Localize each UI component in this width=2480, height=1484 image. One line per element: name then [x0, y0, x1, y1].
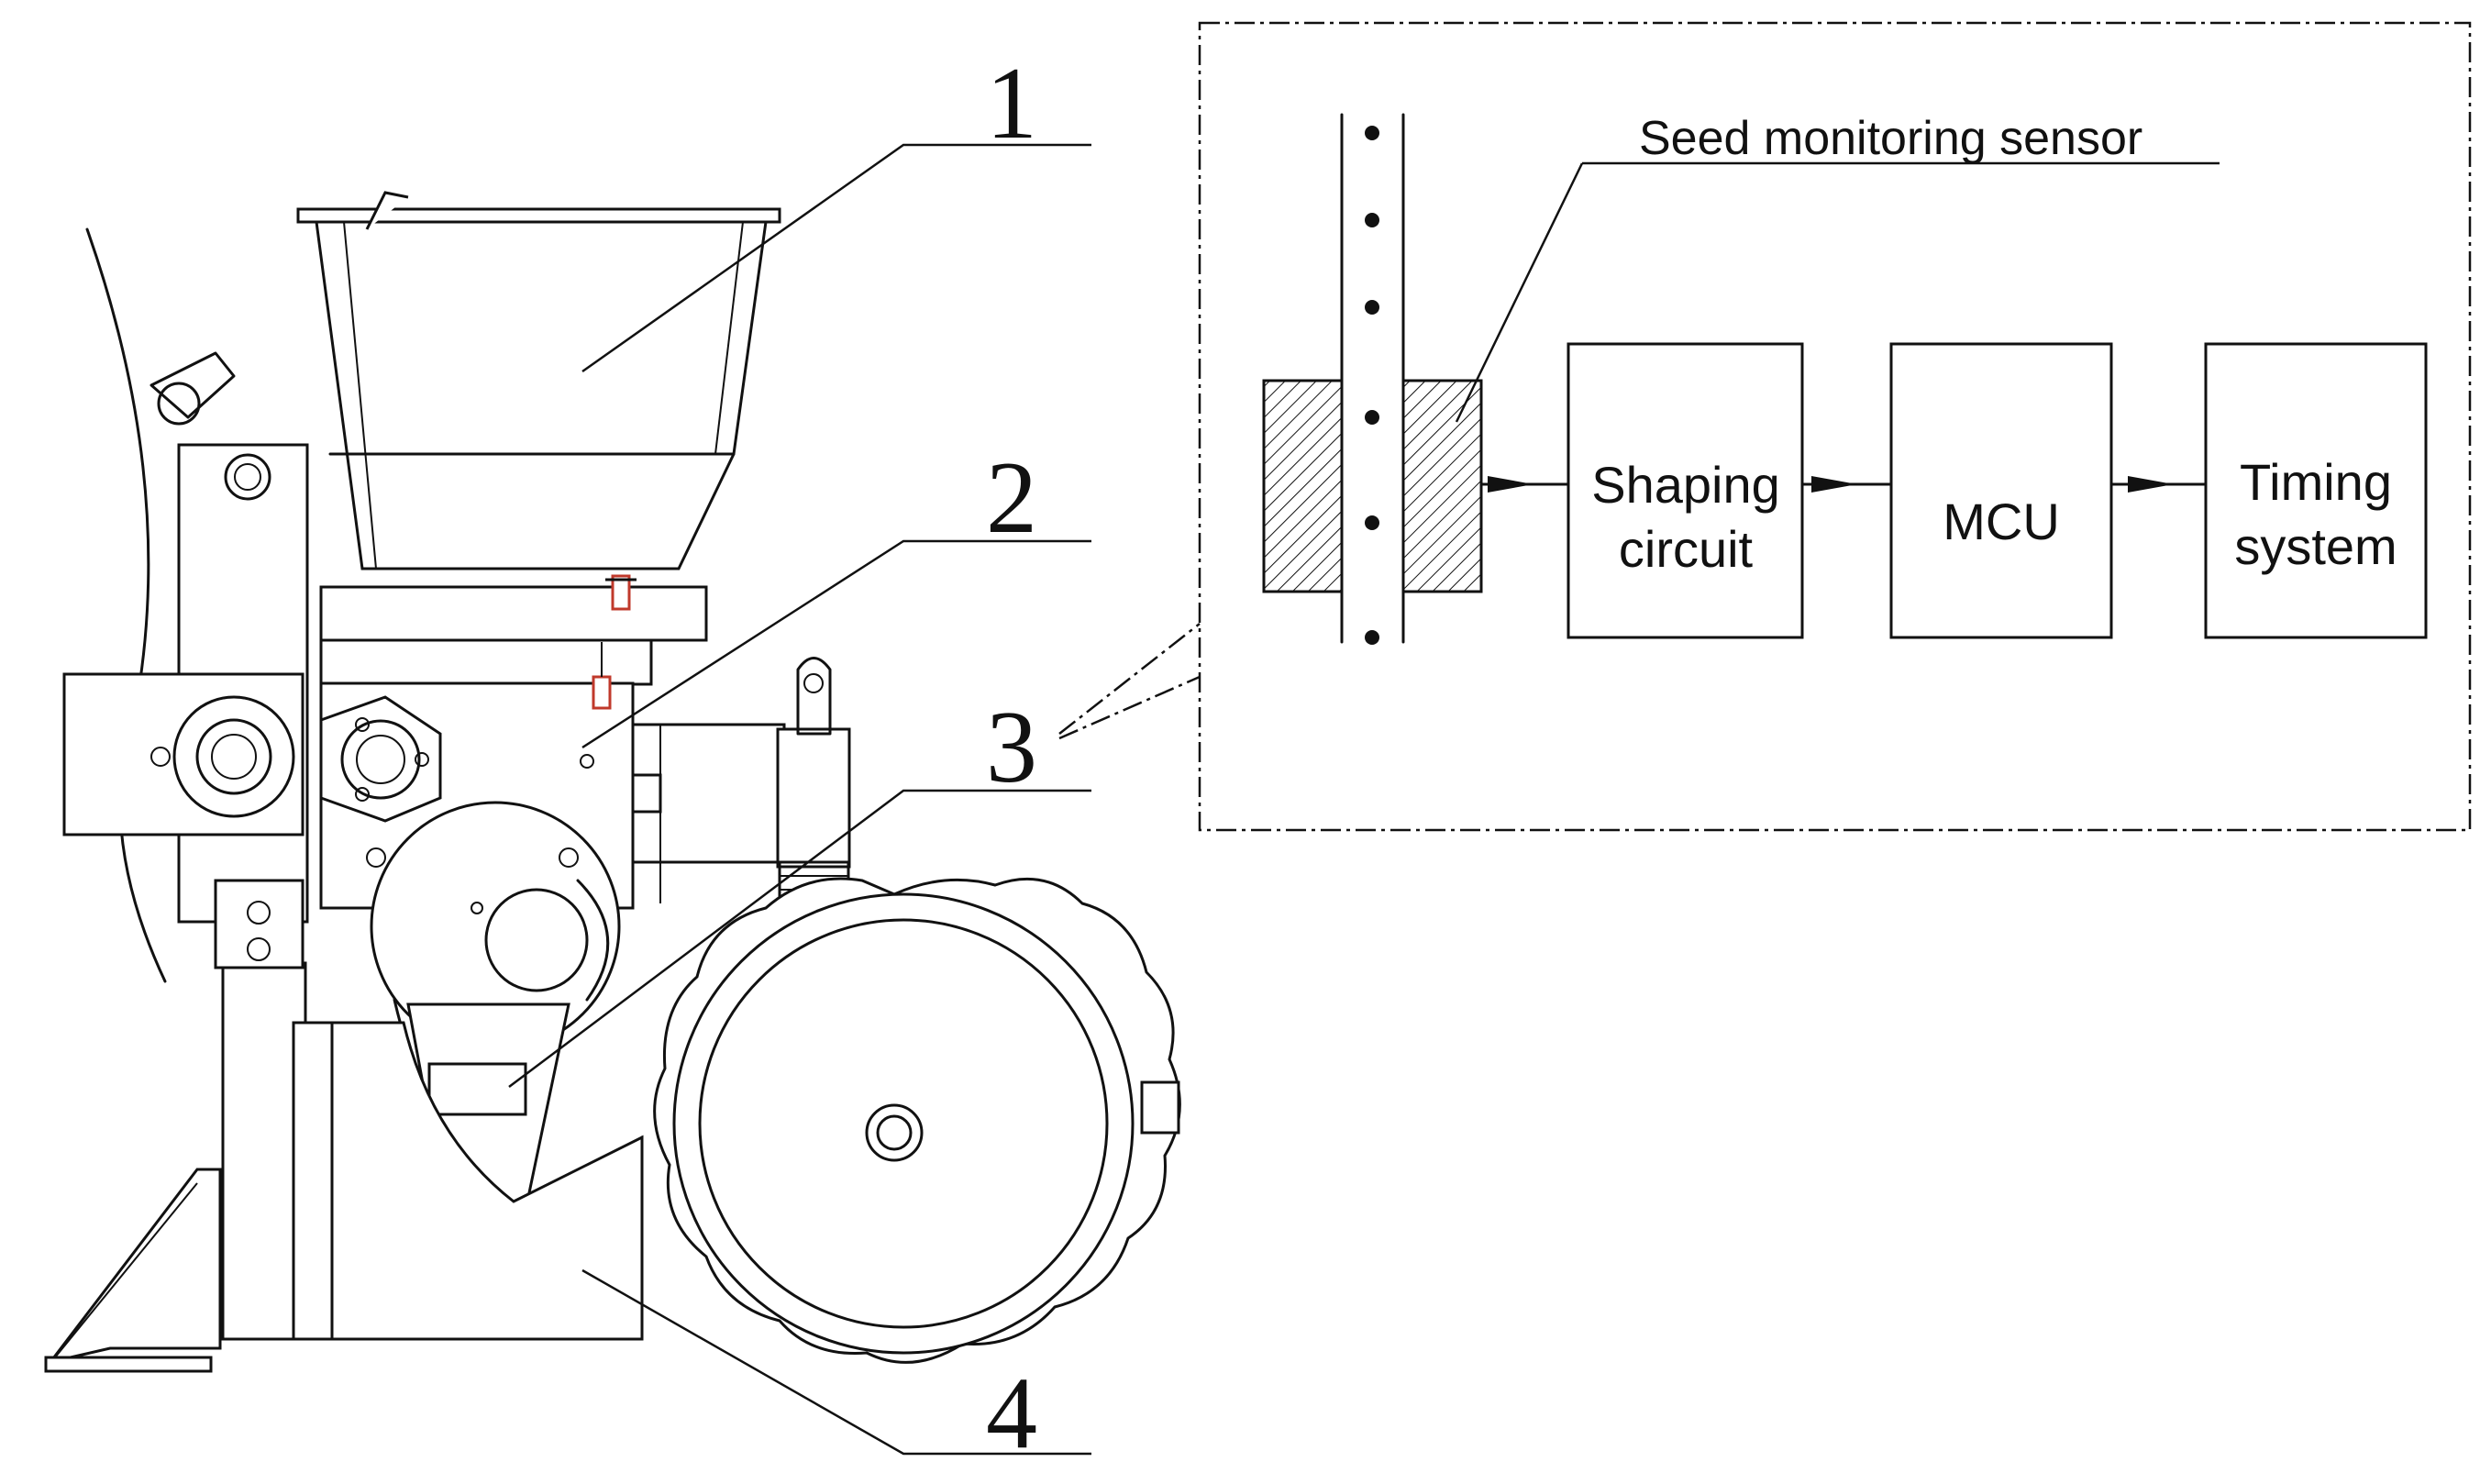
- seed-hopper: [296, 191, 781, 570]
- detail-seed-tube: [1340, 113, 1405, 645]
- sensor-emitter: [1262, 379, 1344, 593]
- callout-line-upper: [1058, 623, 1201, 735]
- arm-pivot: [172, 695, 295, 818]
- timing-system-block: [2204, 342, 2428, 639]
- seed-metering-device: [319, 642, 786, 1052]
- frame-clamp: [149, 351, 236, 426]
- mcu-block: [1889, 342, 2113, 639]
- hopper-screw: [605, 574, 637, 611]
- mcu-label: MCU: [1943, 493, 2060, 550]
- plate-bolt: [224, 453, 271, 501]
- seed-2: [1365, 213, 1379, 227]
- frame-curve: [85, 227, 167, 983]
- spring-assembly: [776, 657, 851, 928]
- seed-3: [1365, 300, 1379, 315]
- part-label-3: 3: [986, 691, 1037, 804]
- arrow-sensor-to-shaping: [1488, 476, 1533, 493]
- part-label-2: 2: [986, 441, 1037, 555]
- seed-5: [1365, 515, 1379, 530]
- sensor-label: Seed monitoring sensor: [1639, 112, 2142, 165]
- shaping-label-line2: circuit: [1619, 520, 1754, 578]
- timing-label-line2: system: [2234, 517, 2397, 575]
- part-label-4: 4: [986, 1357, 1037, 1470]
- leader-4: [581, 1268, 1091, 1456]
- sensor-receiver: [1401, 379, 1483, 593]
- timing-label-line1: Timing: [2240, 453, 2392, 511]
- arrow-shaping-to-mcu: [1811, 476, 1857, 493]
- leader-1: [581, 143, 1091, 373]
- seed-4: [1365, 410, 1379, 425]
- leader-2: [581, 539, 1091, 749]
- seeder-drawing: 1 2 3 4: [44, 47, 1181, 1470]
- leader-3: [508, 789, 1091, 1088]
- furrow-opener: [44, 879, 644, 1373]
- part-label-1: 1: [986, 47, 1037, 161]
- arrow-mcu-to-timing: [2128, 476, 2174, 493]
- callout-line-lower: [1058, 675, 1201, 740]
- seed-1: [1365, 126, 1379, 140]
- shaping-label-line1: Shaping: [1591, 456, 1780, 514]
- press-wheel: [653, 877, 1181, 1364]
- monitoring-block-diagram: Seed monitoring sensor Shaping circuit M…: [1198, 21, 2472, 832]
- shaping-circuit-block: [1567, 342, 1804, 639]
- detail-frame: [1198, 21, 2472, 832]
- housing-plate: [319, 585, 708, 642]
- seed-6: [1365, 630, 1379, 645]
- sensor-leader: [1455, 162, 1584, 423]
